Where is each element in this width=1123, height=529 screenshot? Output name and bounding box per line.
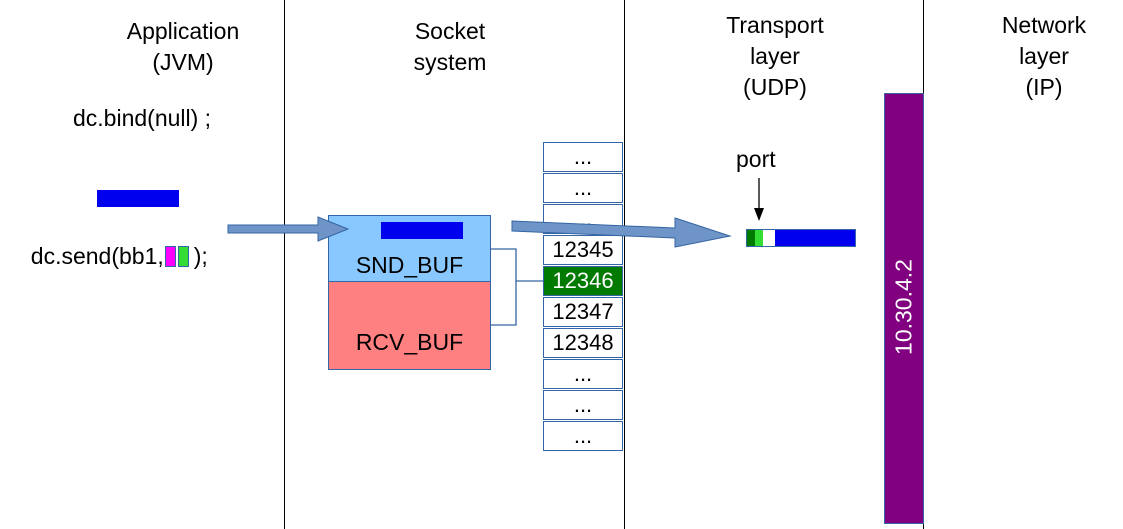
layer-header-socket: Socket system — [413, 18, 487, 75]
port-cell: ... — [543, 390, 623, 420]
separator-app-socket — [284, 0, 285, 529]
rcv-buf-label: RCV_BUF — [355, 329, 464, 355]
address-chip-magenta — [164, 246, 176, 267]
address-chip — [164, 246, 193, 267]
snd-buf-box: SND_BUF — [328, 215, 491, 282]
code-bind: dc.bind(null) ; — [73, 105, 212, 131]
payload-block-snd — [381, 222, 463, 239]
code-send: dc.send(bb1,); — [18, 216, 208, 270]
arrow-socket-to-transport — [511, 217, 732, 248]
payload-block-app — [97, 190, 179, 207]
code-send-prefix: dc.send(bb1, — [30, 243, 164, 269]
udp-datagram — [746, 229, 856, 247]
snd-buf-label: SND_BUF — [355, 252, 464, 278]
port-cell: ... — [543, 142, 623, 172]
port-cell: 12348 — [543, 328, 623, 358]
datagram-header-green — [747, 230, 755, 246]
port-pointer-head — [754, 208, 764, 221]
port-cell-selected: 12346 — [543, 266, 623, 296]
separator-socket-transport — [624, 0, 625, 529]
datagram-header-light-green — [755, 230, 763, 246]
port-cell: ... — [543, 173, 623, 203]
ip-address-label: 10.30.4.2 — [890, 259, 917, 355]
datagram-header-white — [763, 230, 775, 246]
layer-header-transport: Transport layer (UDP) — [726, 12, 824, 100]
address-chip-green — [177, 246, 189, 267]
port-cell: ... — [543, 359, 623, 389]
ip-address-bar: 10.30.4.2 — [884, 93, 924, 524]
layer-header-application: Application (JVM) — [126, 18, 240, 75]
layer-header-network: Network layer (IP) — [1001, 12, 1087, 100]
port-label: port — [736, 146, 776, 172]
port-cell: 12347 — [543, 297, 623, 327]
code-send-suffix: ); — [193, 243, 208, 269]
buffer-port-bracket — [490, 248, 544, 326]
port-cell: 12345 — [543, 235, 623, 265]
arrow-app-to-socket — [227, 216, 350, 242]
port-cell: ... — [543, 421, 623, 451]
rcv-buf-box: RCV_BUF — [328, 282, 491, 370]
